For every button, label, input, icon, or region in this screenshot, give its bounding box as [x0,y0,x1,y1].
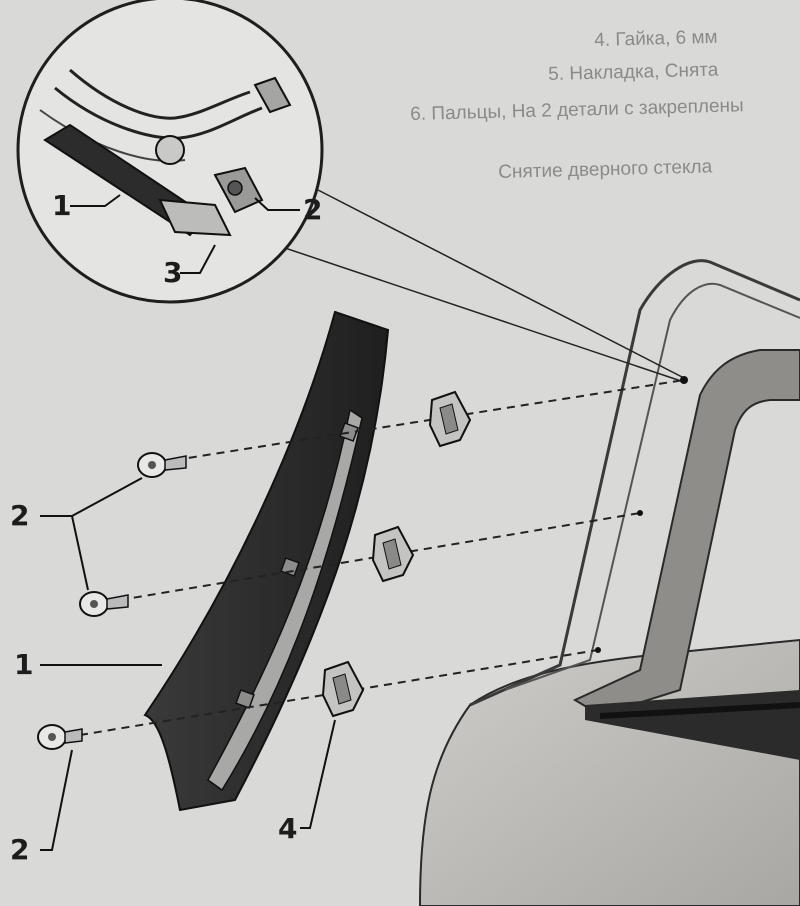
callout-lines [40,477,336,851]
inset-detail [16,0,324,304]
callout-inset-bracket: 3 [163,256,183,289]
screw-bottom [37,724,83,750]
leader-line-upper [317,189,685,379]
callout-inset-clip: 2 [303,193,323,226]
fixing-point-middle [637,510,643,516]
leader-line-lower [284,247,685,383]
callout-trim: 1 [14,648,34,681]
door-body [418,259,800,906]
callout-clips: 4 [278,812,298,845]
screw-middle [79,591,129,617]
clip-top [428,390,472,448]
fixing-point-bottom [595,647,601,653]
callout-inset-trim: 1 [52,189,72,222]
callout-screw-bottom: 2 [10,833,30,866]
fixing-point-top [680,376,688,384]
clip-bottom [321,660,365,718]
clip-middle [371,525,415,583]
screw-top [137,452,187,478]
callout-screws: 2 [10,499,30,532]
trim-panel [143,310,390,812]
